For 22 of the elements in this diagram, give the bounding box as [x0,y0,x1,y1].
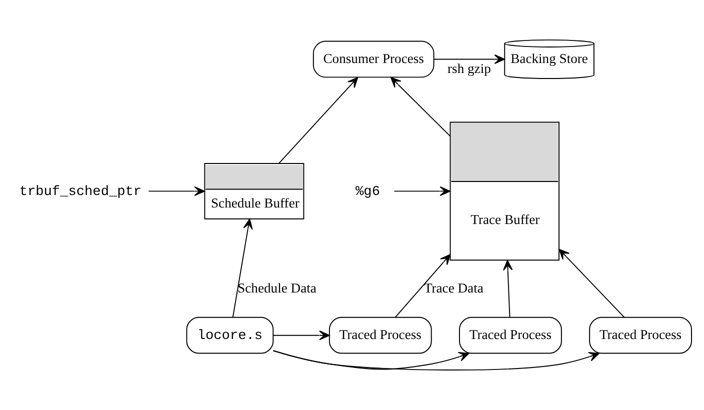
arrow [148,186,205,196]
arrow [272,350,470,370]
arrow [394,254,451,318]
arrow [502,260,513,318]
arrow [272,330,330,340]
node-box: Consumer Process [312,40,434,78]
edge-label: Schedule Data [238,280,316,296]
node-text: trbuf_sched_ptr [19,184,142,200]
node-box: Traced Process [459,316,562,354]
arrow [232,218,253,318]
edge-label: Trace Data [424,280,484,296]
node-box: Traced Process [589,316,692,354]
arrow [558,248,625,318]
arrow [272,350,600,370]
edge-label: rsh gzip [448,61,491,76]
arrow [394,186,450,196]
arrow [433,54,505,64]
node-box: locore.s [186,316,274,354]
arrow [278,77,358,164]
node-text: %g6 [356,184,380,200]
arrow [390,76,451,137]
node-box: Traced Process [328,316,432,354]
